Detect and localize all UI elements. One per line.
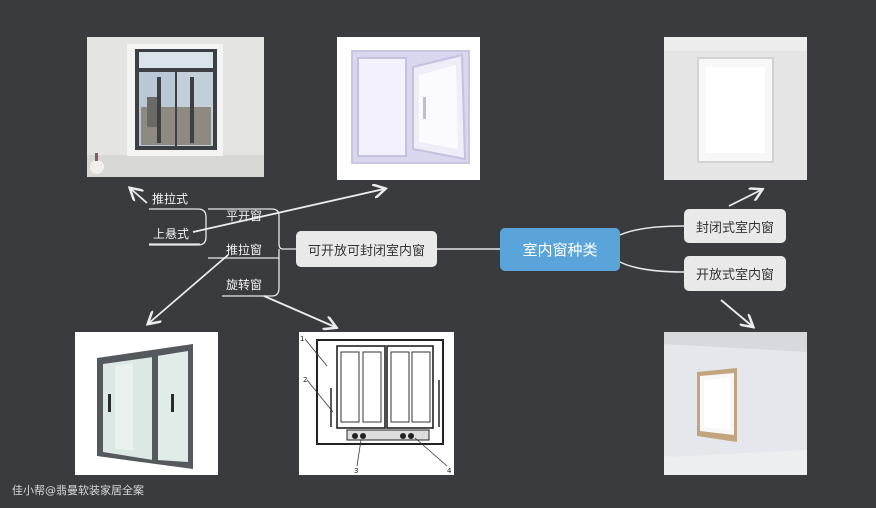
node-openable: 可开放可封闭室内窗 <box>296 231 437 267</box>
photo-casement-window <box>337 37 480 180</box>
arrow-push-pull <box>131 189 148 204</box>
photo-open-window <box>664 332 807 475</box>
leaf-pivot: 旋转窗 <box>226 278 263 292</box>
drawing-label-1: 1 <box>300 335 304 343</box>
link-bracket-lower <box>222 249 280 297</box>
leaf-top-hung: 上悬式 <box>153 227 190 241</box>
watermark: 佳小帮@翡曼软装家居全案 <box>12 484 144 497</box>
leaf-push-pull: 推拉式 <box>152 192 189 206</box>
drawing-label-4: 4 <box>447 467 452 475</box>
arrow-casement <box>192 189 384 233</box>
arrow-sliding <box>149 254 229 323</box>
leaf-sliding: 推拉窗 <box>226 243 263 257</box>
pivot-window-drawing: 1 2 3 4 <box>299 332 454 475</box>
node-open: 开放式室内窗 <box>684 256 786 291</box>
root-node: 室内窗种类 <box>500 228 620 271</box>
leaf-casement: 平开窗 <box>226 209 263 223</box>
drawing-label-3: 3 <box>354 467 358 475</box>
link-bracket-upper <box>208 208 296 250</box>
photo-sliding-window <box>75 332 218 475</box>
drawing-label-2: 2 <box>303 376 307 384</box>
photo-sealed-window <box>664 37 807 180</box>
link-root-open <box>619 261 685 273</box>
link-subbracket <box>149 208 207 246</box>
arrow-pivot <box>263 295 335 327</box>
arrow-open <box>720 299 752 326</box>
link-root-sealed <box>619 225 685 236</box>
arrow-sealed <box>728 190 761 207</box>
photo-top-hung-window <box>87 37 264 177</box>
node-sealed: 封闭式室内窗 <box>684 209 786 243</box>
